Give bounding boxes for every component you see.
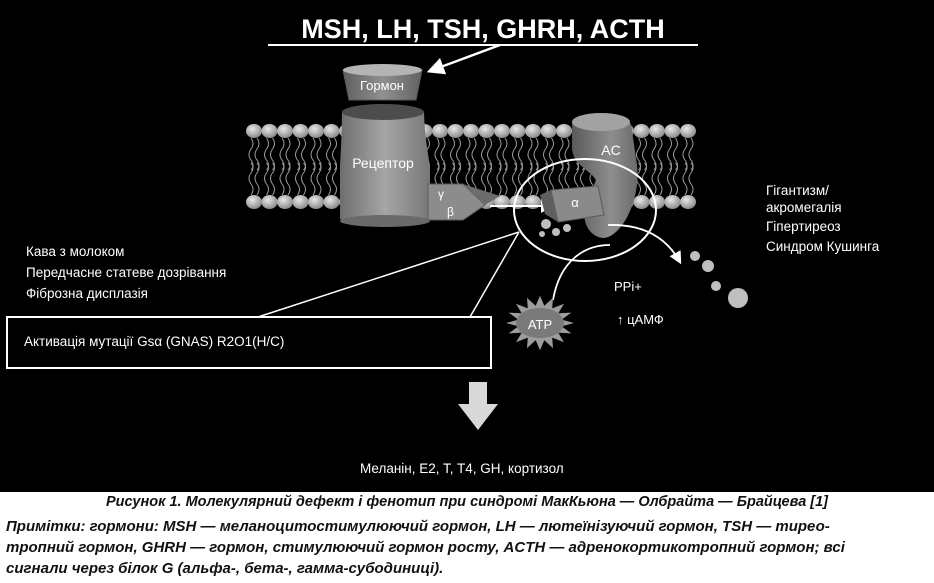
- lipid-tail: [502, 162, 508, 196]
- phenotype-right-4: Синдром Кушинга: [766, 239, 880, 254]
- ac-label: AC: [601, 142, 620, 158]
- mutation-highlight-circle: [513, 158, 657, 262]
- lipid-head: [633, 195, 650, 209]
- lipid-tail: [549, 162, 554, 196]
- lipid-head: [447, 124, 464, 138]
- lipid-head: [556, 124, 572, 138]
- lipid-head: [633, 124, 650, 138]
- lipid-tail: [487, 162, 492, 196]
- lipid-tail: [316, 162, 322, 196]
- lipid-tail: [264, 162, 269, 196]
- lipid-head: [277, 195, 293, 209]
- lipid-head: [478, 124, 495, 138]
- camp-particles-inner: [539, 219, 571, 237]
- lipid-tail: [270, 162, 275, 196]
- phenotype-left-3: Фіброзна дисплазія: [26, 286, 148, 301]
- lipid-tail: [518, 162, 523, 196]
- diagram-svg: MSH, LH, TSH, GHRH, ACTH Гормон Рецептор…: [6, 14, 880, 476]
- notes-line-2: тропний гормон, GHRH — гормон, стимулююч…: [6, 539, 845, 556]
- diagram-title: MSH, LH, TSH, GHRH, ACTH: [301, 14, 665, 44]
- camp-release-arrow: [607, 224, 682, 265]
- lipid-tail: [642, 162, 647, 196]
- lipid-tail: [657, 162, 663, 196]
- atp-label: ATP: [528, 317, 552, 332]
- lipid-head: [261, 195, 278, 209]
- lipid-head: [680, 195, 696, 209]
- lipid-tail: [285, 162, 291, 196]
- receptor-shape: [340, 104, 430, 227]
- phenotype-right-2: акромегалія: [766, 200, 842, 215]
- lipid-tail: [667, 162, 672, 196]
- lipid-head: [540, 124, 557, 138]
- lipid-head: [494, 124, 510, 138]
- lipid-head: [246, 195, 262, 209]
- lipid-tail: [279, 162, 285, 196]
- lipid-head: [323, 124, 340, 138]
- down-arrow-icon: [458, 382, 498, 430]
- lipid-tail: [673, 162, 678, 196]
- mutation-pointer-upper: [469, 231, 520, 318]
- lipid-head: [664, 124, 681, 138]
- lipid-head: [664, 195, 681, 209]
- phenotype-right-3: Гіпертиреоз: [766, 219, 841, 234]
- phenotype-right-1: Гігантизм/: [766, 183, 829, 198]
- notes-line-3: сигнали через білок G (альфа-, бета-, га…: [6, 560, 444, 577]
- phenotype-left-1: Кава з молоком: [26, 244, 124, 259]
- lipid-tail: [332, 162, 337, 196]
- lipid-head: [246, 124, 262, 138]
- lipid-tail: [682, 162, 688, 196]
- lipid-tail: [326, 162, 331, 196]
- lipid-head: [680, 124, 696, 138]
- lipid-head: [432, 124, 448, 138]
- lipid-tail: [301, 162, 306, 196]
- lipid-tail: [310, 162, 316, 196]
- lipid-head: [261, 124, 278, 138]
- lipid-head: [277, 124, 293, 138]
- alpha-subunit-shape: [540, 185, 605, 223]
- gamma-label: γ: [438, 187, 444, 201]
- lipid-head: [308, 195, 324, 209]
- notes-line-1: Примітки: гормони: MSH — меланоцитостиму…: [6, 518, 830, 535]
- lipid-tail: [295, 162, 300, 196]
- lipid-tail: [651, 162, 657, 196]
- hormone-label: Гормон: [360, 78, 404, 93]
- alpha-label: α: [571, 195, 579, 210]
- lipid-head: [509, 124, 526, 138]
- lipid-head: [649, 124, 665, 138]
- lipid-head: [292, 124, 309, 138]
- lipid-head: [463, 124, 479, 138]
- mutation-label: Активація мутації Gsα (GNAS) R2O1(H/C): [24, 334, 284, 349]
- hormone-shape: [342, 64, 423, 101]
- beta-label: β: [447, 205, 454, 219]
- figure-notes: Примітки: гормони: MSH — меланоцитостиму…: [6, 516, 928, 579]
- phenotype-left-2: Передчасне статеве дозрівання: [26, 265, 226, 280]
- lipid-tail: [481, 162, 486, 196]
- ppi-label: PPi+: [614, 279, 642, 294]
- g-protein-beta-gamma: [427, 183, 500, 221]
- products-label: Меланін, E2, T, T4, GH, кортизол: [360, 461, 564, 476]
- lipid-tail: [248, 162, 254, 196]
- lipid-head: [525, 124, 541, 138]
- lipid-head: [308, 124, 324, 138]
- camp-label: ↑ цАМФ: [617, 312, 664, 327]
- lipid-tail: [512, 162, 517, 196]
- lipid-tail: [254, 162, 260, 196]
- diagram-figure: MSH, LH, TSH, GHRH, ACTH Гормон Рецептор…: [0, 0, 934, 492]
- receptor-label: Рецептор: [352, 155, 414, 171]
- lipid-head: [323, 195, 340, 209]
- lipid-head: [292, 195, 309, 209]
- adenylate-cyclase-shape: [572, 113, 638, 238]
- lipid-tail: [496, 162, 502, 196]
- title-arrow: [426, 43, 501, 75]
- atp-starburst: [506, 295, 574, 351]
- lipid-tail: [533, 162, 539, 196]
- camp-particles-outer: [690, 251, 748, 308]
- atp-core: [516, 308, 564, 338]
- figure-caption: Рисунок 1. Молекулярний дефект і фенотип…: [105, 494, 829, 510]
- lipid-tail: [688, 162, 694, 196]
- mutation-box: [6, 316, 492, 369]
- atp-to-camp-arrow: [552, 244, 611, 301]
- mutation-pointer-lower: [257, 231, 520, 318]
- lipid-head: [649, 195, 665, 209]
